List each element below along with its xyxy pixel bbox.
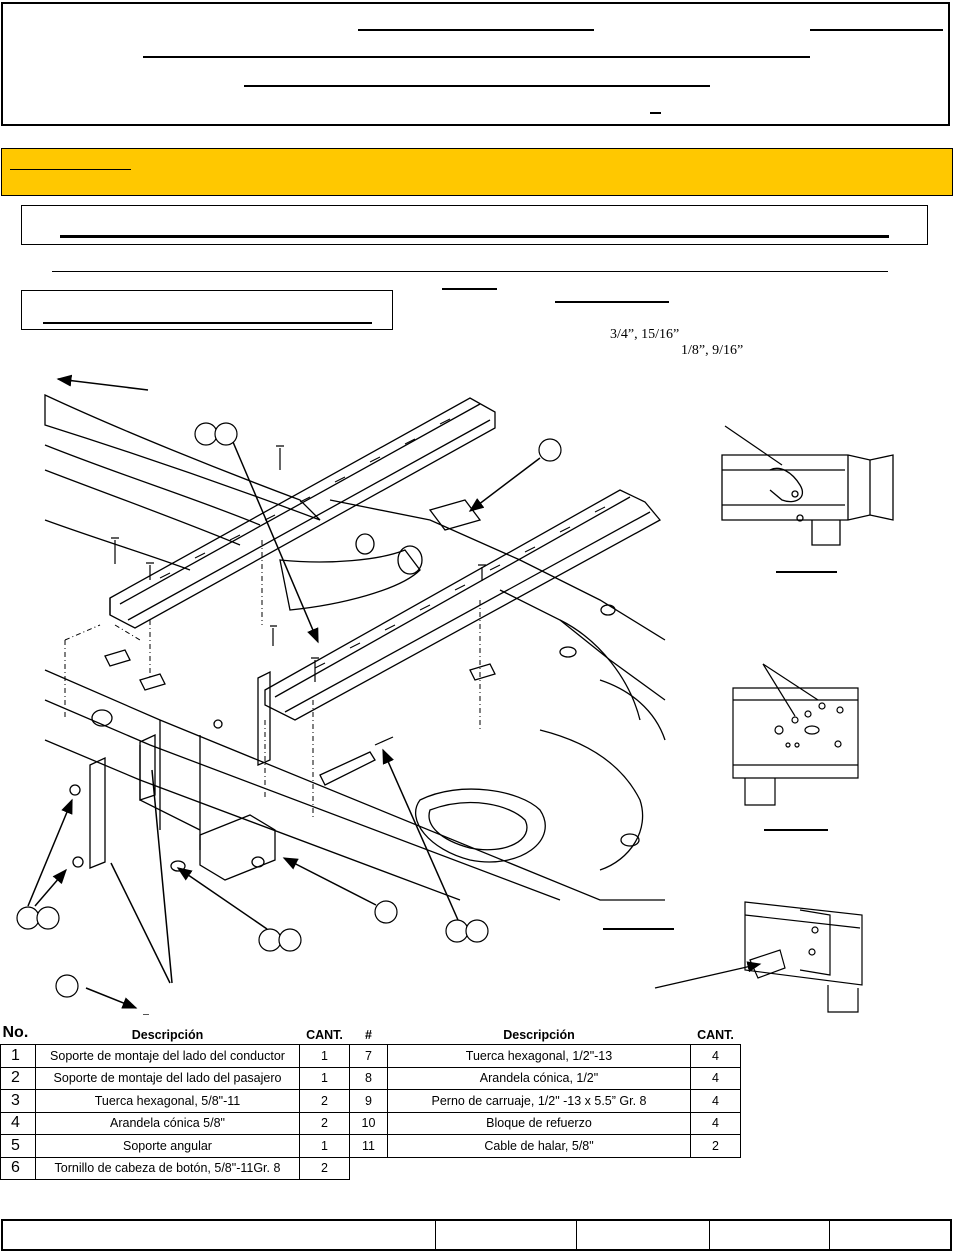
detail-view-2-drawing xyxy=(732,687,859,806)
table-row: 5 Soporte angular 1 11 Cable de halar, 5… xyxy=(0,1134,741,1158)
hitch-assembly-diagram xyxy=(16,374,894,1015)
part-description: Soporte angular xyxy=(35,1134,300,1158)
part-number: 10 xyxy=(349,1111,388,1135)
header-quantity: CANT. xyxy=(306,1028,343,1042)
tool-size-line-1: 3/4”, 15/16” xyxy=(610,327,680,342)
part-number: 6 xyxy=(0,1156,36,1180)
table-row: 6 Tornillo de cabeza de botón, 5/8"-11Gr… xyxy=(0,1156,741,1180)
empty-cell xyxy=(388,1157,691,1180)
part-quantity: 2 xyxy=(690,1134,741,1158)
part-description: Cable de halar, 5/8" xyxy=(387,1134,691,1158)
leader-lines xyxy=(27,441,541,1009)
header-underline-2 xyxy=(810,29,943,31)
pull-cable-end-drawing xyxy=(143,1014,149,1015)
header-underline-4 xyxy=(244,85,710,87)
part-description: Tuerca hexagonal, 5/8"-11 xyxy=(35,1089,300,1113)
detail-1-pointer xyxy=(724,425,783,466)
detail-2-pointer-b xyxy=(762,663,819,701)
header-underline-1 xyxy=(358,29,594,31)
notice-underline xyxy=(60,235,889,238)
part-quantity: 4 xyxy=(690,1089,741,1113)
tools-box xyxy=(21,290,393,330)
note-underline-1 xyxy=(442,288,497,290)
part-quantity: 1 xyxy=(299,1134,350,1158)
part-description: Perno de carruaje, 1/2" -13 x 5.5” Gr. 8 xyxy=(387,1089,691,1113)
part-quantity: 2 xyxy=(299,1156,350,1180)
empty-cell xyxy=(350,1157,388,1180)
part-description: Tuerca hexagonal, 1/2"-13 xyxy=(387,1044,691,1068)
parts-table: No. Descripción CANT. # Descripción CANT… xyxy=(0,1018,741,1180)
table-row: 4 Arandela cónica 5/8" 2 10 Bloque de re… xyxy=(0,1111,741,1135)
part-number: 1 xyxy=(0,1044,36,1068)
header-box xyxy=(1,2,950,126)
part-quantity: 1 xyxy=(299,1044,350,1068)
table-row: 2 Soporte de montaje del lado del pasaje… xyxy=(0,1066,741,1090)
detail-view-1-drawing xyxy=(721,454,894,546)
part-quantity: 4 xyxy=(690,1044,741,1068)
alignment-lines xyxy=(64,540,481,820)
empty-cell xyxy=(691,1157,741,1180)
header-number: # xyxy=(365,1028,372,1042)
note-underline-2 xyxy=(555,301,669,303)
warning-bar xyxy=(1,148,953,196)
part-number: 3 xyxy=(0,1089,36,1113)
footer-cell-2 xyxy=(436,1221,577,1249)
detail-2-pointer-a xyxy=(762,663,796,717)
footer-cell-3 xyxy=(577,1221,710,1249)
notice-box xyxy=(21,205,928,245)
table-row: 3 Tuerca hexagonal, 5/8"-11 2 9 Perno de… xyxy=(0,1089,741,1113)
front-direction-arrow xyxy=(56,374,149,391)
footer-cell-1 xyxy=(3,1221,436,1249)
part-number: 9 xyxy=(349,1089,388,1113)
footer-cell-5 xyxy=(830,1221,950,1249)
part-number: 4 xyxy=(0,1111,36,1135)
part-number: 2 xyxy=(0,1066,36,1090)
header-quantity-2: CANT. xyxy=(697,1028,734,1042)
part-number: 8 xyxy=(349,1066,388,1090)
part-quantity: 2 xyxy=(299,1111,350,1135)
part-quantity: 4 xyxy=(690,1066,741,1090)
bolts-drawing xyxy=(111,445,486,746)
part-quantity: 4 xyxy=(690,1111,741,1135)
part-quantity: 2 xyxy=(299,1089,350,1113)
truck-frame-drawing xyxy=(44,393,666,901)
part-description: Arandela cónica, 1/2" xyxy=(387,1066,691,1090)
detail-view-3-drawing xyxy=(744,901,863,1013)
part-description: Tornillo de cabeza de botón, 5/8"-11Gr. … xyxy=(35,1156,300,1180)
header-dash xyxy=(650,112,661,114)
part-description: Bloque de refuerzo xyxy=(387,1111,691,1135)
part-description: Soporte de montaje del lado del pasajero xyxy=(35,1066,300,1090)
part-number: 5 xyxy=(0,1134,36,1158)
part-description: Soporte de montaje del lado del conducto… xyxy=(35,1044,300,1068)
tools-underline xyxy=(43,322,372,324)
header-description: Descripción xyxy=(131,1028,204,1042)
tool-size-line-2: 1/8”, 9/16” xyxy=(681,343,744,358)
detail-3-pointer xyxy=(654,961,762,989)
table-row: 1 Soporte de montaje del lado del conduc… xyxy=(0,1044,741,1068)
header-description-2: Descripción xyxy=(503,1028,575,1042)
warning-underline xyxy=(10,169,131,170)
footer-bar xyxy=(1,1219,952,1251)
header-underline-3 xyxy=(143,56,810,58)
part-description: Arandela cónica 5/8" xyxy=(35,1111,300,1135)
instructions-underline xyxy=(52,271,888,272)
header-no: No. xyxy=(2,1024,29,1041)
part-quantity: 1 xyxy=(299,1066,350,1090)
part-number: 11 xyxy=(349,1134,388,1158)
callout-circles xyxy=(16,422,562,998)
part-number: 7 xyxy=(349,1044,388,1068)
footer-cell-4 xyxy=(710,1221,830,1249)
